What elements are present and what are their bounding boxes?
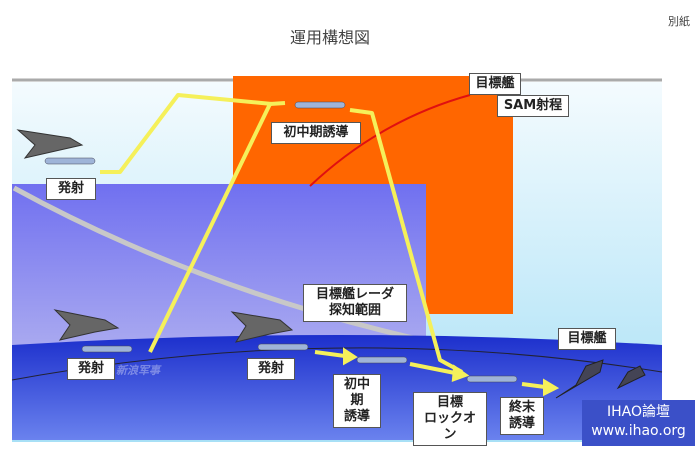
badge-line1: IHAO論壇 <box>606 404 670 420</box>
missiles <box>44 101 518 383</box>
mid-guidance-low-line1: 初中期 <box>343 377 370 408</box>
launch-label-low-1: 発射 <box>67 358 115 380</box>
radar-range-line2: 探知範囲 <box>328 303 381 318</box>
terminal-guidance-label: 終末 誘導 <box>500 397 544 435</box>
radar-range-line1: 目標艦レーダ <box>315 287 394 302</box>
lock-on-line1: 目標 <box>436 395 463 410</box>
launch-label-high: 発射 <box>46 178 96 200</box>
target-ship-label: 目標艦 <box>558 328 616 350</box>
radar-range-label: 目標艦レーダ 探知範囲 <box>303 284 407 322</box>
sam-range-arc <box>309 94 471 187</box>
watermark: 新浪军事 <box>116 364 160 377</box>
mid-guidance-low-line2: 誘導 <box>343 409 370 424</box>
lock-on-line2: ロックオン <box>423 411 476 442</box>
site-badge: IHAO論壇 www.ihao.org <box>582 400 695 446</box>
page-title: 運用構想図 <box>290 28 371 47</box>
fighter-jets <box>16 129 294 343</box>
terminal-line1: 終末 <box>508 400 535 415</box>
badge-line2: www.ihao.org <box>591 423 686 439</box>
radar-horizon-curve <box>12 185 431 345</box>
annex-label: 別紙 <box>668 15 690 28</box>
flight-path-high <box>100 93 463 374</box>
flight-path-low-arrows <box>314 347 560 397</box>
mid-guidance-label-low: 初中期 誘導 <box>333 374 381 428</box>
sam-range-label: SAM射程 <box>497 95 569 117</box>
target-ship-sam-label: 目標艦 <box>469 73 521 95</box>
terminal-line2: 誘導 <box>508 416 535 431</box>
target-ships <box>555 359 646 399</box>
lock-on-label: 目標 ロックオン <box>413 392 487 446</box>
launch-label-low-2: 発射 <box>247 358 295 380</box>
mid-guidance-label-high: 初中期誘導 <box>271 122 361 144</box>
